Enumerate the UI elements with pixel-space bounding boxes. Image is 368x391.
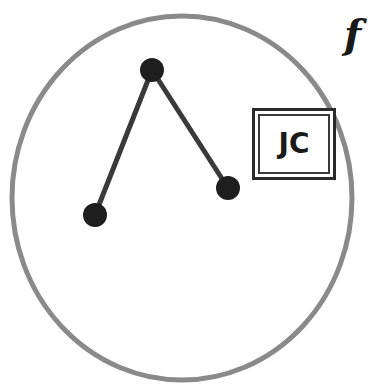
circle-outline bbox=[12, 16, 352, 380]
dot bbox=[140, 58, 164, 82]
label-box: JC bbox=[252, 108, 336, 180]
dot bbox=[83, 203, 107, 227]
box-label: JC bbox=[279, 130, 310, 158]
dot bbox=[216, 176, 240, 200]
branch-line bbox=[95, 70, 152, 215]
region-heading: f bbox=[344, 14, 361, 54]
circle-outline bbox=[8, 12, 356, 384]
branch-line bbox=[152, 70, 228, 188]
circle-region: fJC bbox=[8, 12, 356, 384]
